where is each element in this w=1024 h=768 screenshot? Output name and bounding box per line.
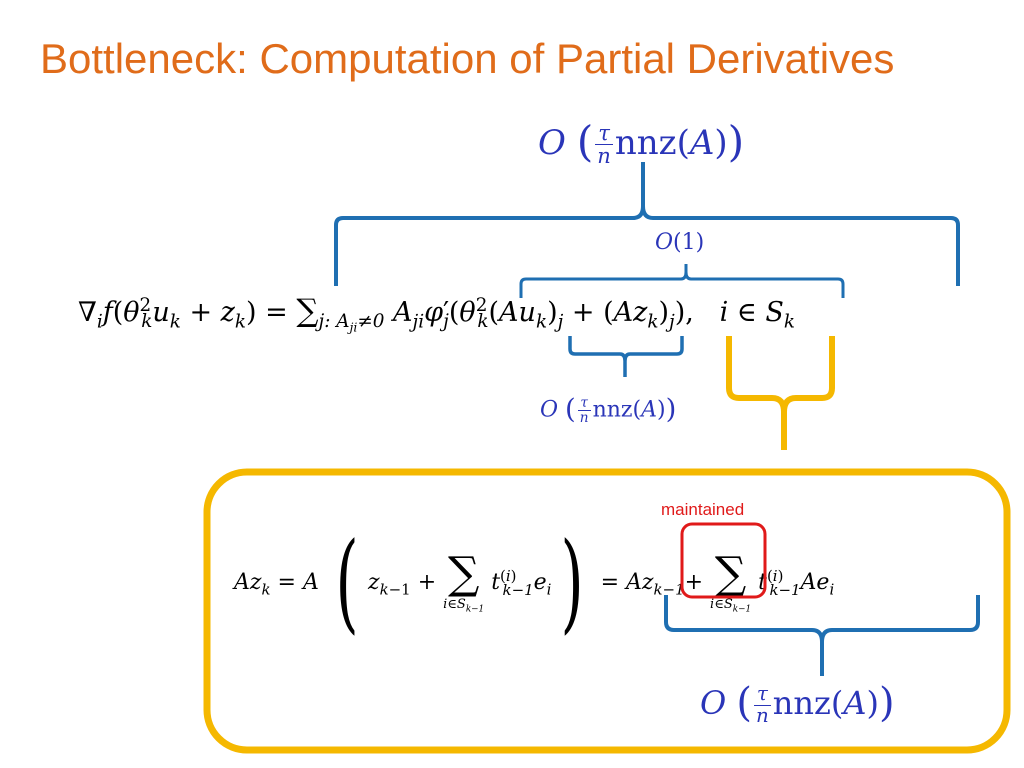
gradient-equation: ∇if(θ2kuk + zk) = ∑j: Aji≠0 Ajiφ′j(θ2k(A… [78,293,796,336]
update-equation: Azk = A (zk−1 + ∑i∈Sk−1 t(i)k−1ei) = Azk… [234,520,835,645]
mid-complexity-label: O(1) [655,230,705,255]
yellow-brace [726,336,835,450]
left-inner-brace [568,336,684,377]
top-brace [334,162,960,286]
maintained-label: maintained [661,500,745,519]
slide-title: Bottleneck: Computation of Partial Deriv… [40,35,895,82]
